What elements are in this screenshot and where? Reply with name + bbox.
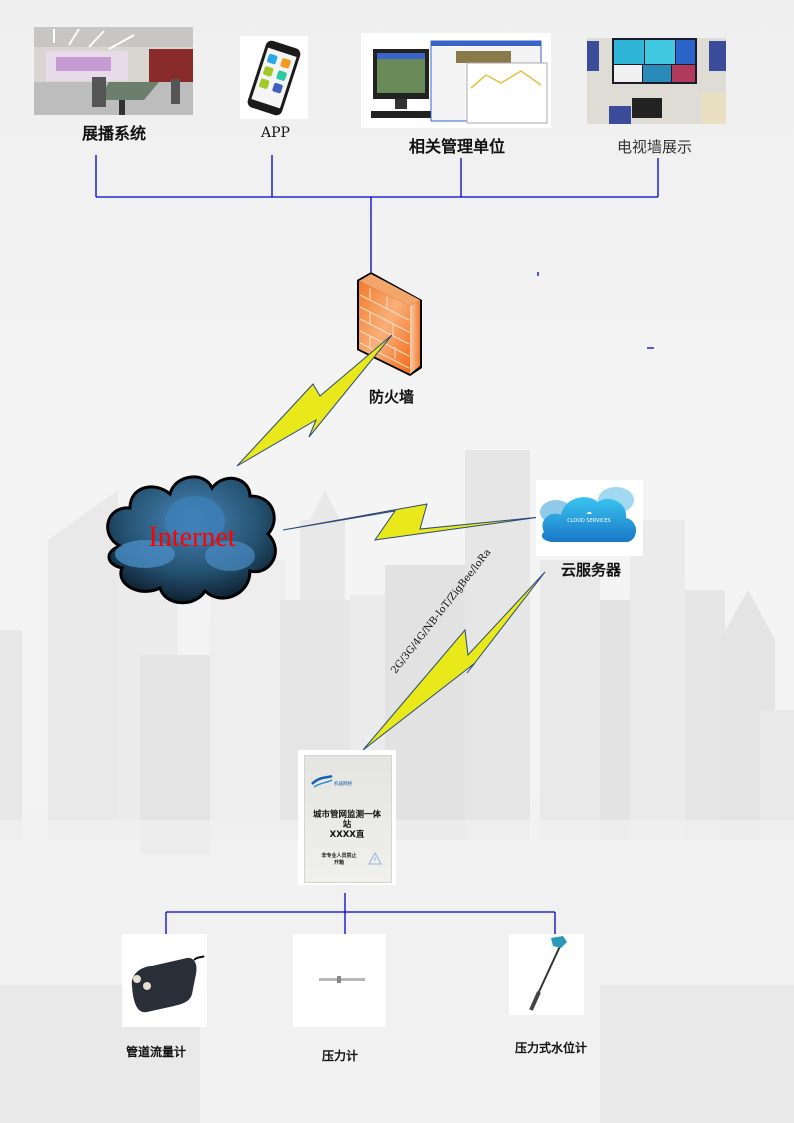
station-warning-line1: 非专业人员禁止 [321,853,357,859]
lightning-firewall-internet [236,334,393,467]
pipe-flowmeter-image [122,934,207,1027]
station-warning-line2: 开箱 [333,860,344,866]
app-image [240,36,308,119]
management-units-image [361,33,551,128]
pressure-gauge-label: 压力计 [322,1049,359,1063]
tv-wall-label: 电视墙展示 [617,138,693,156]
firewall-label: 防火墙 [369,388,415,406]
station-title-line2: 站 [342,820,352,830]
internet-cloud-icon: Internet [106,475,277,605]
cloud-server-image: CLOUD SERVICES ☁ [536,480,643,556]
pressure-gauge-image [293,934,386,1027]
station-logo-icon: 机器网络 [311,774,352,788]
display-system-image [34,27,193,115]
water-level-gauge-image [509,934,584,1015]
display-system-label: 展播系统 [82,124,147,143]
monitoring-station: 机器网络 城市管网监测一体 站 XXXX直 非专业人员禁止 开箱 [298,750,396,885]
app-label: APP [261,125,290,141]
cloud-server-label: 云服务器 [561,561,622,579]
svg-text:☁: ☁ [586,509,592,516]
water-level-gauge-label: 压力式水位计 [515,1041,588,1055]
station-title-line1: 城市管网监测一体 [312,810,381,820]
warning-triangle-icon [368,851,382,865]
firewall-icon [357,272,422,376]
pipe-flowmeter-label: 管道流量计 [126,1045,187,1059]
cloud-services-text: CLOUD SERVICES [567,518,610,524]
lightning-internet-cloud [282,503,541,541]
management-units-label: 相关管理单位 [409,137,506,156]
station-title-line3: XXXX直 [329,830,365,840]
internet-label: Internet [148,522,235,553]
svg-text:机器网络: 机器网络 [334,780,352,787]
tv-wall-image [587,38,726,124]
